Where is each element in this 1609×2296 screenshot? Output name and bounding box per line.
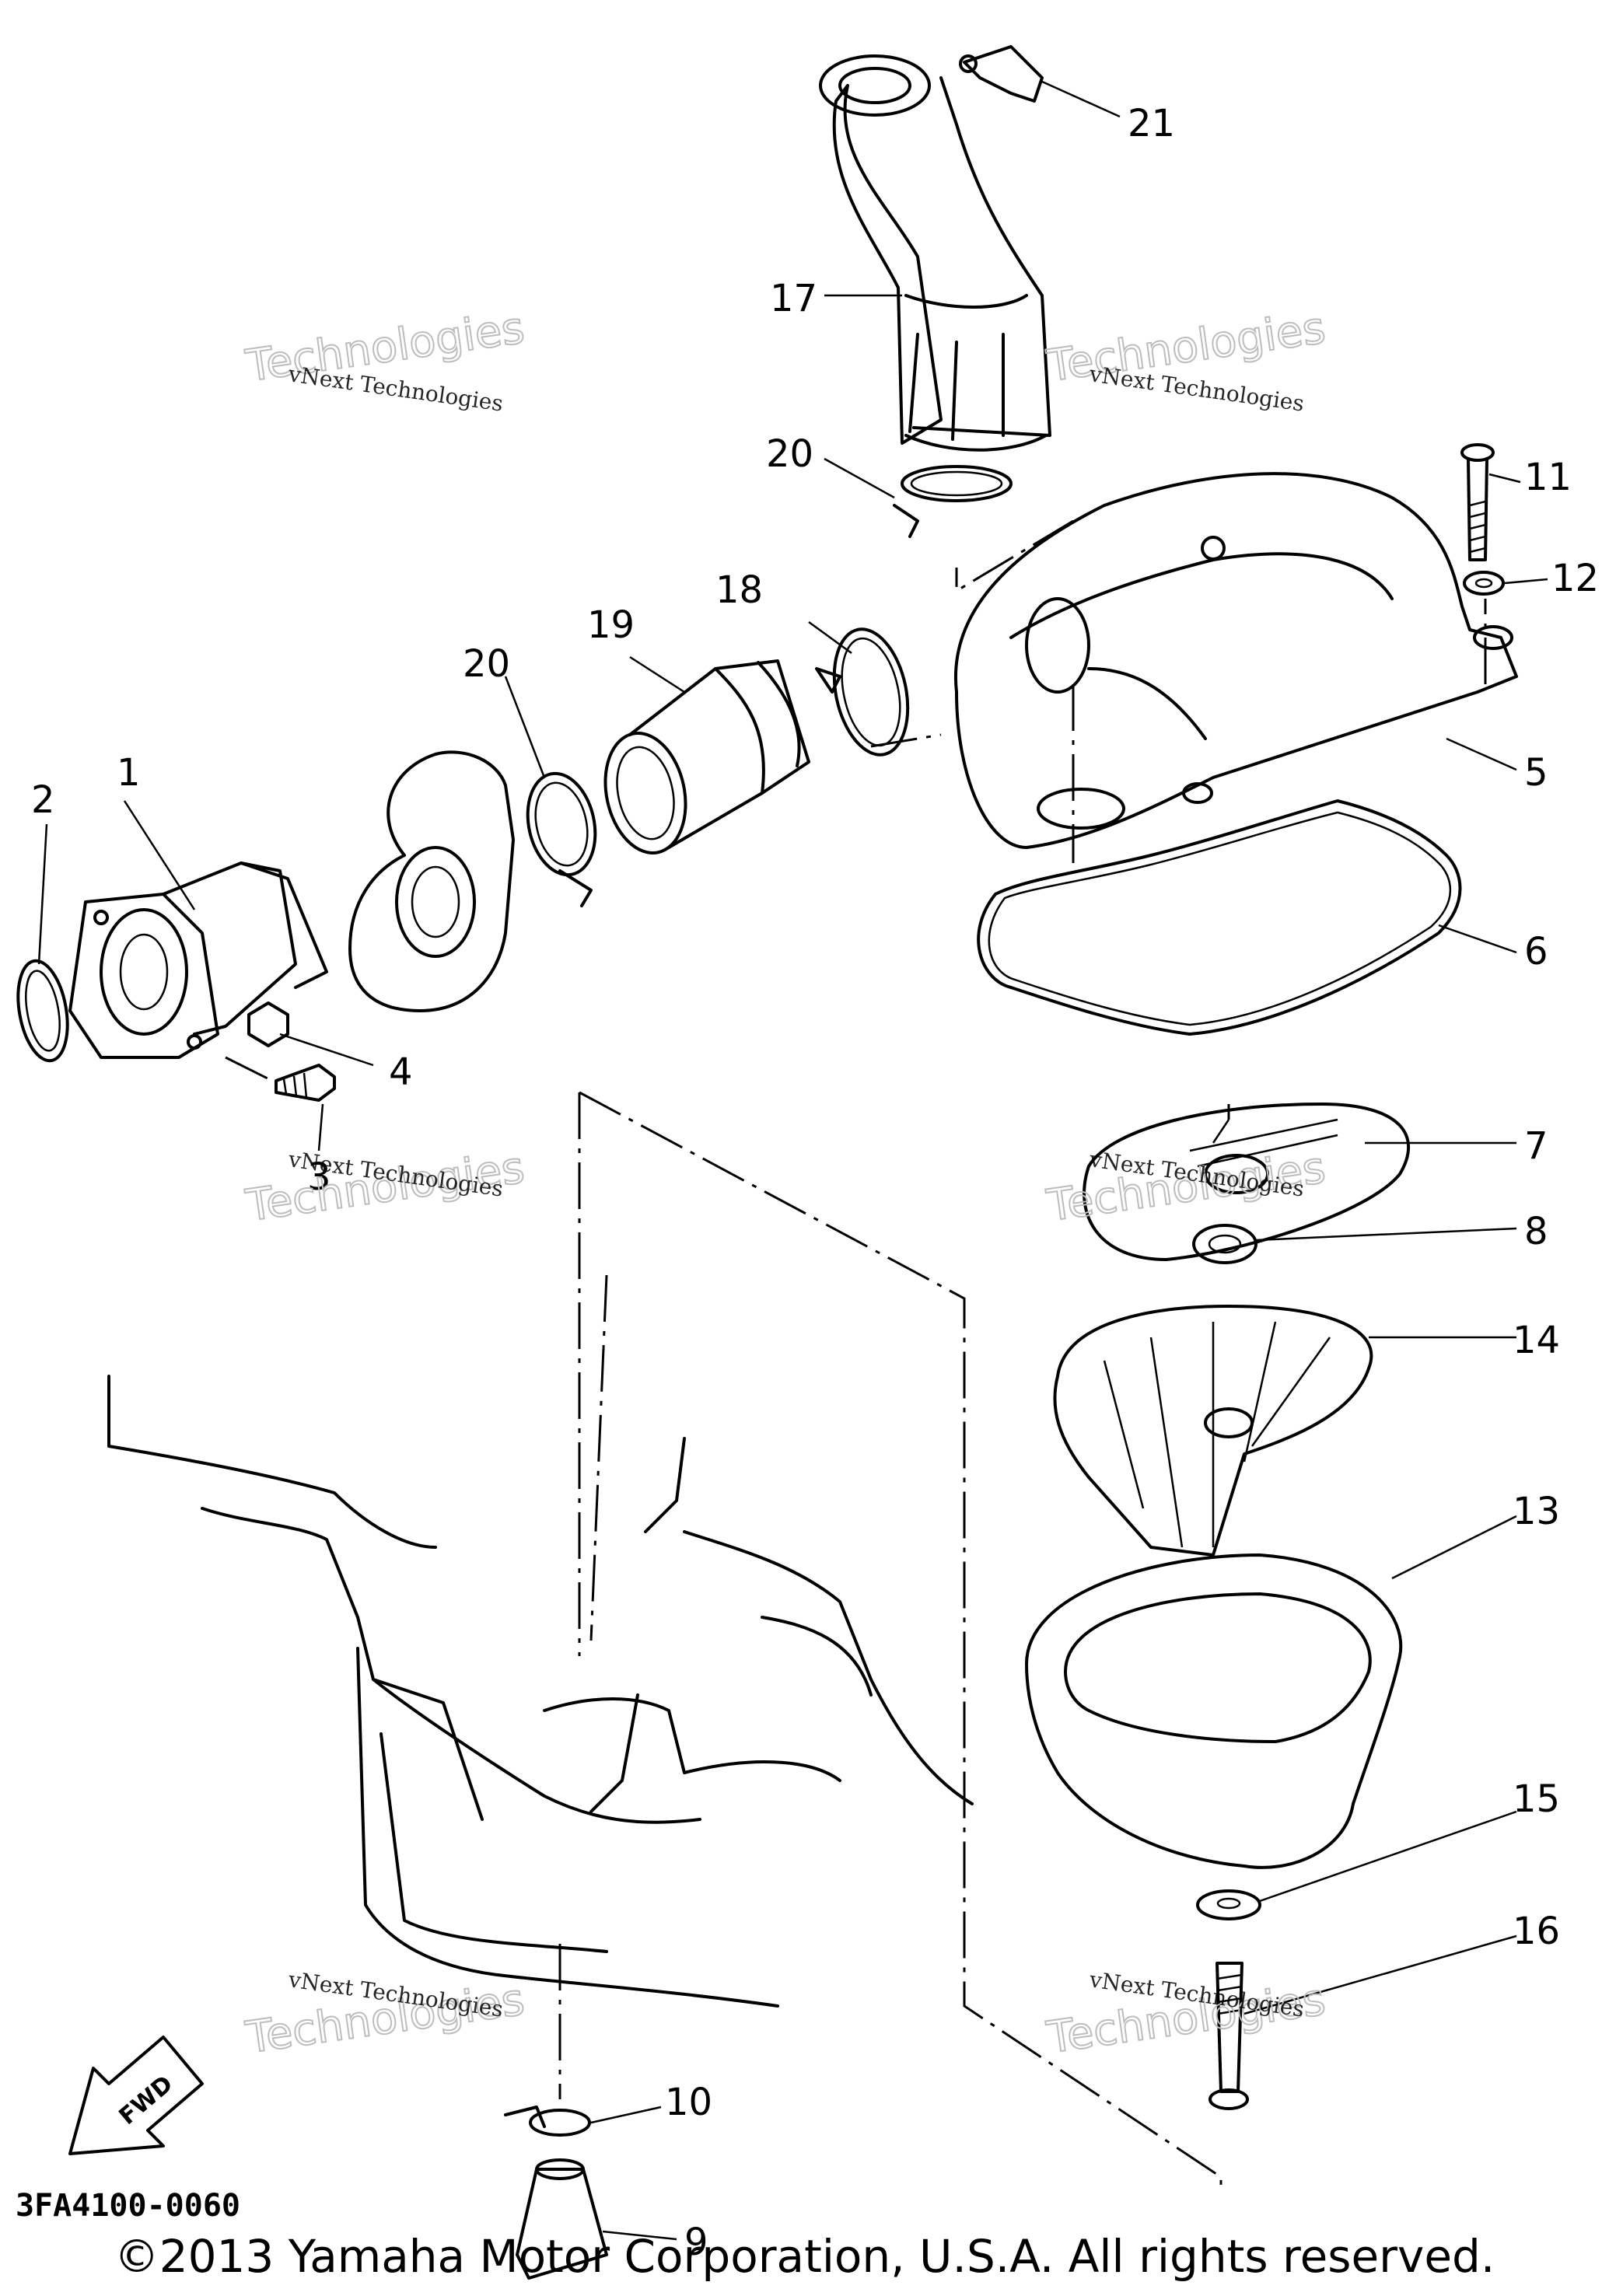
callouts: 21 17 20 11 12 18 19 20 5 6 7 8 14 13 15… [31, 102, 1599, 2264]
callout-12: 12 [1551, 557, 1599, 600]
part-6-gasket [977, 799, 1462, 1036]
watermarks: Technologies vNext Technologies Technolo… [242, 302, 1329, 2064]
callout-20a: 20 [463, 642, 510, 686]
part-11-bolt [1460, 443, 1495, 561]
leader-lines [37, 80, 1548, 2241]
frame-outline [107, 1375, 974, 2008]
part-9-drain-cap [516, 2158, 608, 2280]
part-13-air-filter [1025, 1553, 1403, 1869]
part-4-nut [247, 1001, 289, 1047]
part-2-o-ring [16, 959, 69, 1063]
callout-21: 21 [1128, 102, 1175, 145]
part-8-lock-washer [1192, 1224, 1257, 1264]
callout-9: 9 [684, 2221, 708, 2264]
callout-7: 7 [1524, 1124, 1548, 1168]
part-10-clip [504, 2106, 591, 2137]
callout-3: 3 [307, 1155, 331, 1199]
part-1-manifold [68, 861, 328, 1059]
callout-1: 1 [117, 751, 141, 795]
callout-13: 13 [1513, 1490, 1560, 1533]
part-15-washer [1196, 1889, 1261, 1920]
part-20-clamp-a [526, 771, 597, 907]
callout-20b: 20 [766, 432, 813, 476]
part-7-filter-element [1083, 1103, 1411, 1261]
callout-6: 6 [1524, 930, 1548, 973]
part-5-air-cleaner-case [954, 472, 1518, 849]
callout-16: 16 [1513, 1910, 1560, 1953]
callout-15: 15 [1513, 1777, 1560, 1821]
fwd-arrow: FWD [68, 2036, 204, 2155]
part-20-clamp-b [893, 465, 1013, 538]
callout-5: 5 [1524, 751, 1548, 795]
part-16-bolt [1208, 1962, 1249, 2110]
part-17-intake-duct [819, 54, 1051, 452]
fwd-label: FWD [114, 2071, 179, 2130]
part-19-joint [603, 659, 810, 855]
callout-14: 14 [1513, 1319, 1560, 1362]
callout-2: 2 [31, 778, 55, 822]
callout-10: 10 [665, 2081, 712, 2124]
part-21-elbow-fitting [959, 45, 1044, 103]
diagram-code: 3FA4100-0060 [16, 2188, 240, 2224]
part-12-washer [1463, 571, 1505, 596]
part-3-screw [275, 1064, 336, 1102]
callout-19: 19 [587, 603, 635, 647]
callout-18: 18 [715, 568, 763, 612]
callout-11: 11 [1524, 456, 1572, 499]
carburetor-outline [348, 750, 515, 1012]
copyright-notice: ©2013 Yamaha Motor Corporation, U.S.A. A… [114, 2230, 1495, 2283]
callout-4: 4 [389, 1050, 413, 1094]
callout-17: 17 [770, 277, 817, 320]
assembly-lines [225, 519, 1487, 2193]
part-14-element-guide [1053, 1305, 1373, 1557]
callout-8: 8 [1524, 1210, 1548, 1253]
